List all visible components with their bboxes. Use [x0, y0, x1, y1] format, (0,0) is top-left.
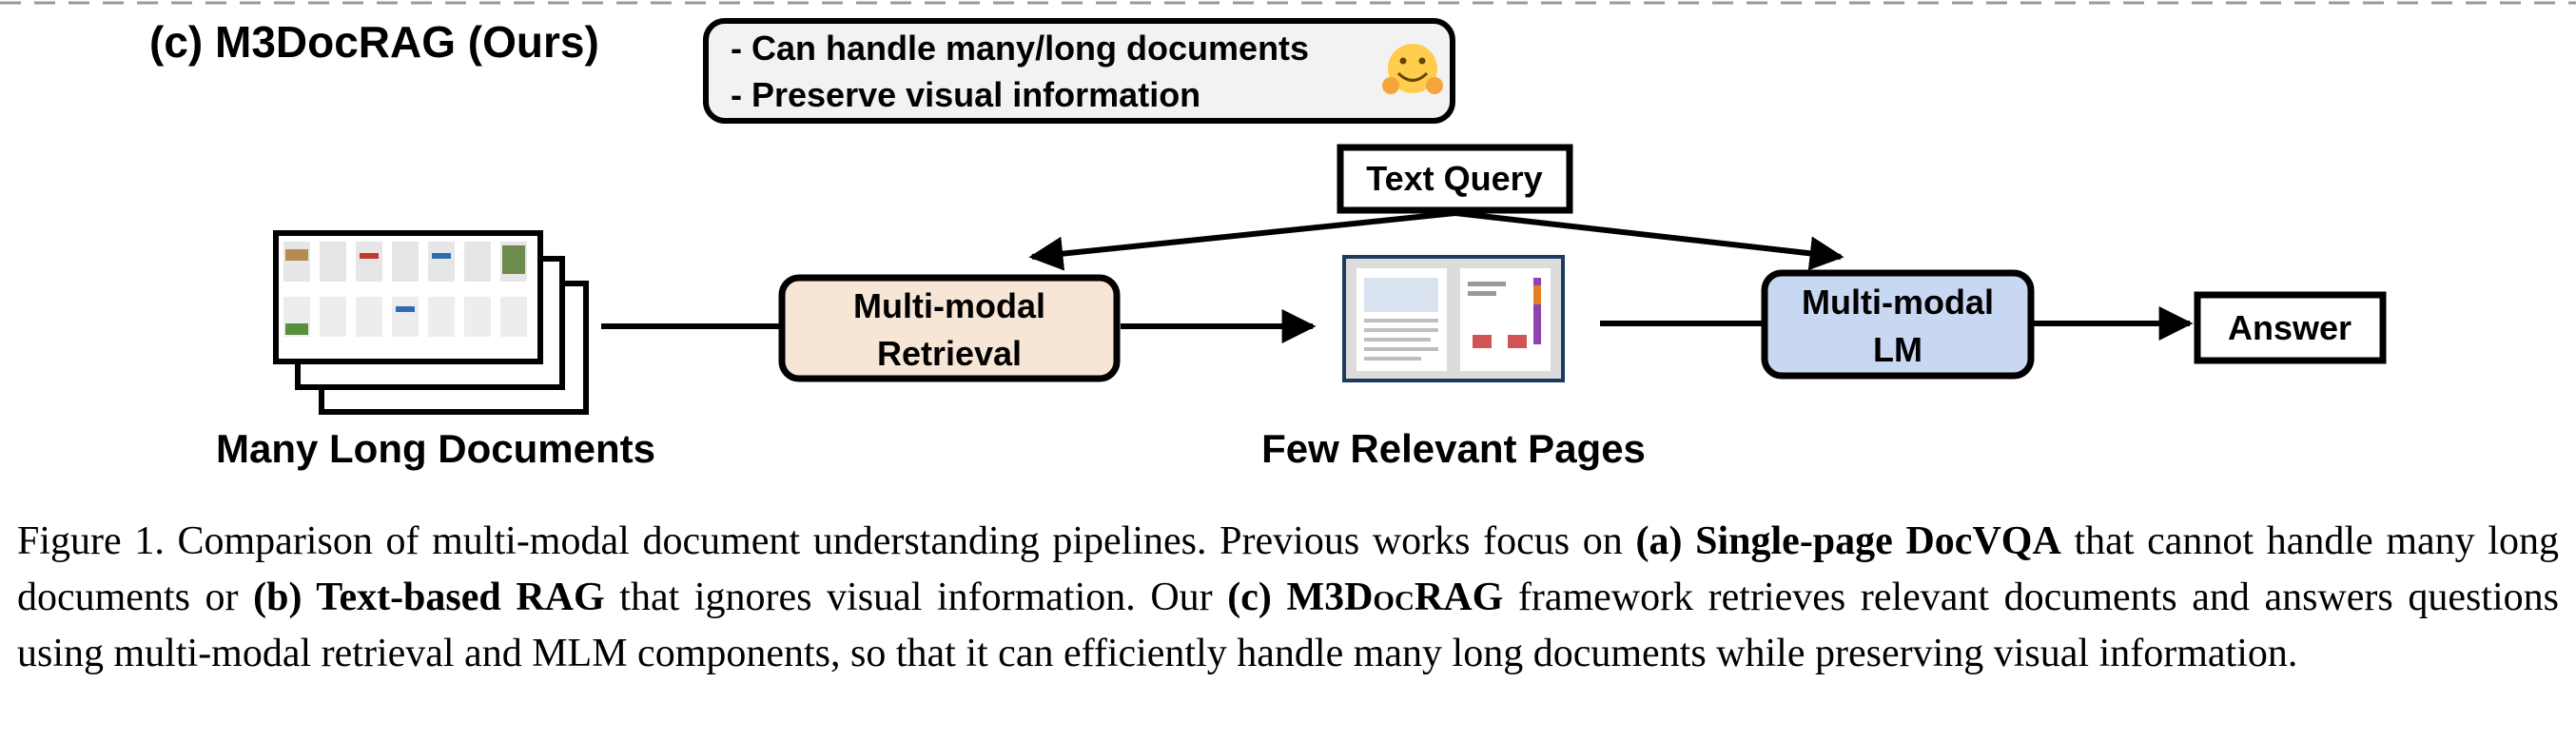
doc-thumbnails-row-1: [283, 242, 527, 282]
figure-caption: Figure 1. Comparison of multi-modal docu…: [17, 514, 2559, 682]
retrieval-node: [778, 274, 1121, 382]
retrieval-label-line-1: Multi-modal: [853, 286, 1045, 325]
documents-label: Many Long Documents: [216, 426, 655, 471]
retrieval-label-line-2: Retrieval: [877, 334, 1022, 373]
pipeline-diagram: (c) M3DocRAG (Ours) - Can handle many/lo…: [0, 1, 2576, 471]
caption-text-1: Figure 1. Comparison of multi-modal docu…: [17, 519, 1636, 563]
benefits-callout: - Can handle many/long documents - Prese…: [703, 18, 1455, 124]
caption-text-2: that cannot handle many long documents o…: [17, 519, 2559, 619]
mlm-node: [1761, 269, 2035, 380]
caption-term-c-suffix: RAG: [1414, 576, 1504, 619]
answer-node: [2194, 291, 2387, 364]
query-to-retrieval-arrow: [1028, 210, 1456, 271]
caption-term-b: (b) Text-based RAG: [253, 576, 605, 619]
caption-term-c-prefix: (c) M3D: [1227, 576, 1374, 619]
callout-line-2: - Preserve visual information: [731, 75, 1200, 114]
callout-line-1: - Can handle many/long documents: [731, 29, 1309, 68]
caption-term-a: (a) Single-page DocVQA: [1635, 519, 2061, 563]
mlm-label-line-1: Multi-modal: [1802, 283, 1994, 322]
caption-text-4: framework retrieves relevant documents a…: [17, 576, 2559, 675]
query-to-mlm-arrow: [1454, 210, 1844, 271]
text-query-label: Text Query: [1366, 159, 1542, 198]
hugging-face-emoji-icon: [1382, 44, 1443, 94]
document-stack-icon: [273, 230, 589, 415]
caption-term-c-smallcaps: oc: [1373, 576, 1415, 619]
relevant-pages-thumbnail: [1342, 255, 1565, 382]
pages-label: Few Relevant Pages: [1261, 426, 1646, 471]
callout-box: [703, 18, 1455, 124]
text-query-node: [1337, 144, 1573, 214]
caption-text-3: that ignores visual information. Our: [604, 576, 1228, 619]
answer-label: Answer: [2228, 308, 2352, 347]
doc-thumbnails-row-2: [283, 297, 527, 337]
mlm-label-line-2: LM: [1873, 330, 1922, 369]
panel-label: (c) M3DocRAG (Ours): [149, 17, 599, 67]
